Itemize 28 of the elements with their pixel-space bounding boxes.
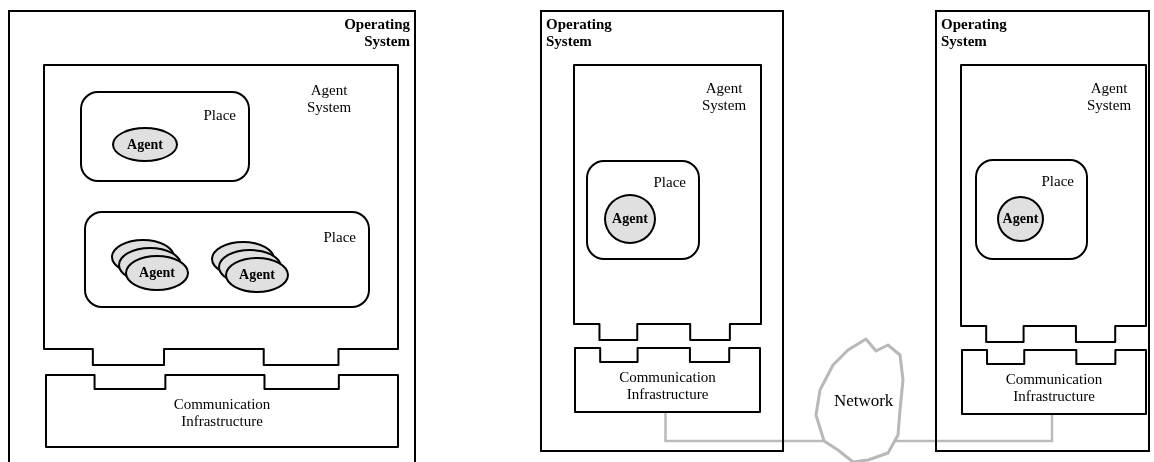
place-label: Place xyxy=(323,229,356,246)
place-label: Place xyxy=(1041,173,1074,190)
place-label: Place xyxy=(653,174,686,191)
place-box xyxy=(80,91,250,182)
place-box xyxy=(586,160,700,260)
agent-system-label: Agent System xyxy=(305,82,353,116)
communication-infrastructure-label: Communication Infrastructure xyxy=(1004,371,1104,405)
place-box xyxy=(975,159,1088,260)
operating-system-label: Operating System xyxy=(343,16,410,50)
operating-system-box xyxy=(540,10,784,452)
place-box xyxy=(84,211,370,308)
agent-system-label: Agent System xyxy=(700,80,748,114)
agent-system-box xyxy=(43,64,399,366)
agent-system-box xyxy=(960,64,1147,343)
operating-system-label: Operating System xyxy=(546,16,613,50)
operating-system-box xyxy=(8,10,416,462)
communication-infrastructure-box xyxy=(574,347,761,413)
communication-infrastructure-label: Communication Infrastructure xyxy=(618,369,717,403)
communication-infrastructure-label: Communication Infrastructure xyxy=(172,396,272,430)
place-label: Place xyxy=(203,107,236,124)
connector-line xyxy=(664,411,824,443)
communication-infrastructure-box xyxy=(45,374,399,448)
agent-system-label: Agent System xyxy=(1085,80,1133,114)
operating-system-label: Operating System xyxy=(941,16,1008,50)
communication-infrastructure-box xyxy=(961,349,1147,415)
operating-system-box xyxy=(935,10,1150,452)
agent-system-box xyxy=(573,64,762,341)
connector-line xyxy=(895,413,1054,443)
